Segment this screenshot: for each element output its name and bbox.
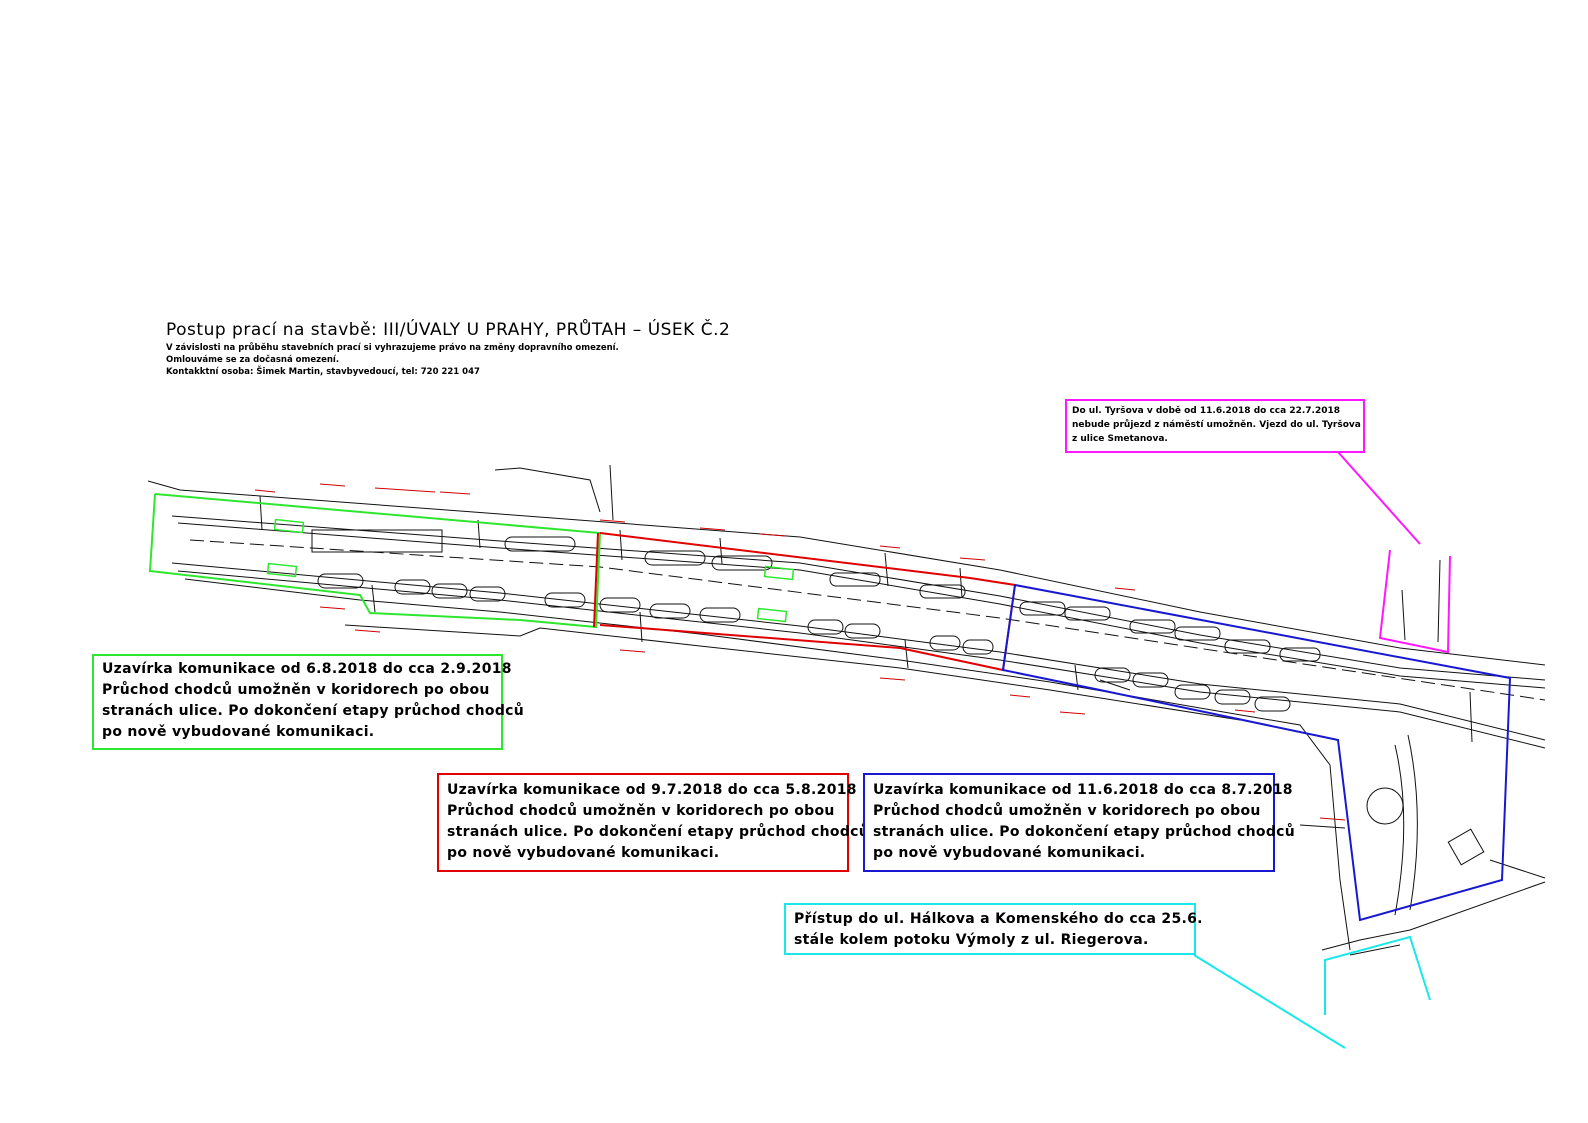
street-center-line [189,539,1546,701]
note-line: Průchod chodců umožněn v koridorech po o… [447,803,835,819]
header-line-2: Omlouváme se za dočasná omezení. [166,355,340,365]
phase-blue-outline [1001,584,1512,922]
note-line: po nově vybudované komunikaci. [873,845,1146,861]
note-line: Přístup do ul. Hálkova a Komenského do c… [794,911,1203,927]
note-line: stranách ulice. Po dokončení etapy průch… [873,824,1296,840]
cyan-leader-line [1193,954,1346,1049]
street-south-edge [184,578,1351,951]
note-cyan-access: Přístup do ul. Hálkova a Komenského do c… [784,903,1203,955]
header-line-3: Kontakktní osoba: Šimek Martin, stavbyve… [166,367,480,377]
magenta-leader-line [1337,451,1421,545]
street-north-curb [171,515,1546,681]
phase-green-outline [148,493,602,629]
note-line: stále kolem potoku Výmoly z ul. Riegerov… [794,932,1149,948]
note-line: Průchod chodců umožněn v koridorech po o… [102,682,490,698]
roundabout-island [1366,787,1404,825]
note-line: Průchod chodců umožněn v koridorech po o… [873,803,1261,819]
header-line-1: V závislosti na průběhu stavebních prací… [166,343,619,353]
note-line: stranách ulice. Po dokončení etapy průch… [447,824,870,840]
note-green-phase: Uzavírka komunikace od 6.8.2018 do cca 2… [92,654,525,750]
note-line: Uzavírka komunikace od 9.7.2018 do cca 5… [447,782,857,798]
note-line: po nově vybudované komunikaci. [102,724,375,740]
street-north-edge [147,480,1546,666]
magenta-access-outline [1378,549,1451,654]
note-line: Uzavírka komunikace od 11.6.2018 do cca … [873,782,1293,798]
cyan-access-outline [1324,935,1431,1015]
page-title: Postup prací na stavbě: III/ÚVALY U PRAH… [166,320,731,340]
note-line: z ulice Smetanova. [1072,434,1168,444]
street-south-curb [171,562,1546,741]
note-line: Do ul. Tyršova v době od 11.6.2018 do cc… [1072,406,1341,416]
phase-red-outline [599,532,1017,672]
note-line: nebude průjezd z náměstí umožněn. Vjezd … [1072,420,1361,430]
note-magenta-tyrsova: Do ul. Tyršova v době od 11.6.2018 do cc… [1065,399,1365,453]
parking-bays [317,536,1321,712]
note-red-phase: Uzavírka komunikace od 9.7.2018 do cca 5… [437,773,870,872]
note-line: po nově vybudované komunikaci. [447,845,720,861]
note-line: Uzavírka komunikace od 6.8.2018 do cca 2… [102,661,512,677]
note-blue-phase: Uzavírka komunikace od 11.6.2018 do cca … [863,773,1296,872]
note-line: stranách ulice. Po dokončení etapy průch… [102,703,525,719]
